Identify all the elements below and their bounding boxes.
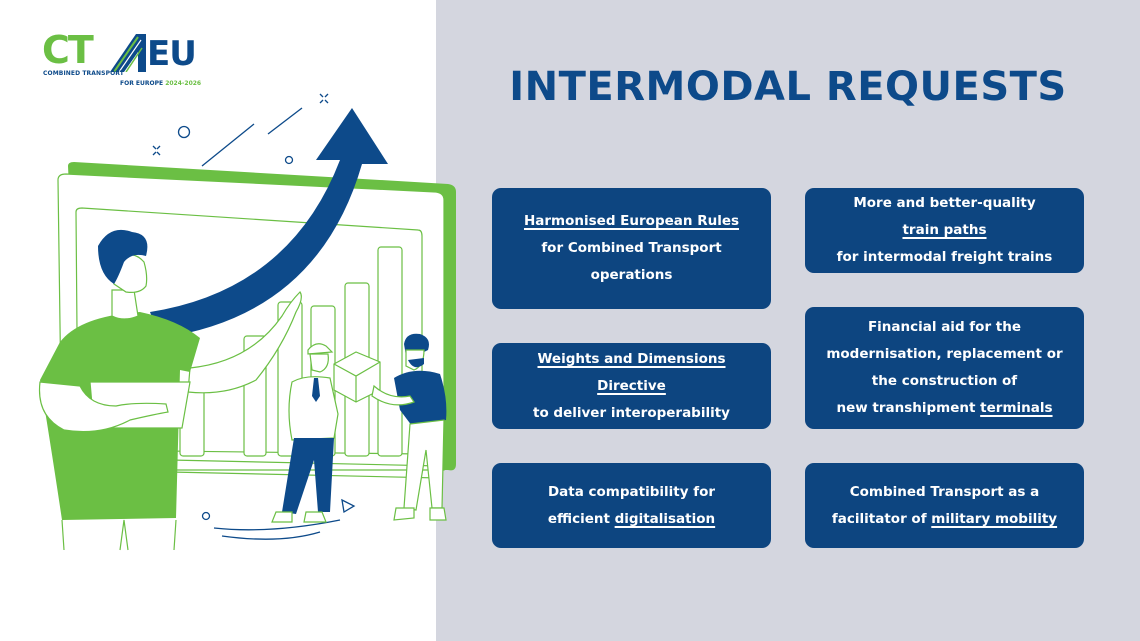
card-line: the construction of — [871, 373, 1018, 389]
logo-tagline-prefix: FOR EUROPE — [120, 80, 164, 87]
growth-illustration — [38, 93, 456, 551]
presenter-arm — [187, 291, 302, 394]
card-line[interactable]: Directive — [597, 373, 666, 400]
presenter-legs — [61, 519, 177, 551]
rising-arrow-icon — [150, 108, 388, 338]
board-inner — [75, 207, 423, 455]
presenter-left-arm — [38, 381, 169, 433]
request-card-financial-aid: Financial aid for the modernisation, rep… — [805, 307, 1084, 429]
ground-swoosh — [221, 531, 321, 540]
ct4eu-logo: CT EU COMBINED TRANSPORT FOR EUROPE 2024… — [40, 30, 210, 92]
receiver-beard — [408, 358, 424, 368]
play-triangle-icon — [341, 498, 356, 514]
card-line: modernisation, replacement or — [826, 346, 1063, 362]
card-line: for intermodal freight trains — [836, 249, 1053, 265]
delivery-figure — [271, 343, 339, 523]
request-card-weights-dimensions: Weights and Dimensions Directive to deli… — [492, 343, 771, 429]
logo-tagline: FOR EUROPE 2024-2026 — [120, 80, 201, 87]
request-card-train-paths: More and better-quality train paths for … — [805, 188, 1084, 273]
presenter-neck — [111, 289, 139, 320]
harmonised-rules-link[interactable]: Harmonised European Rules — [523, 213, 740, 229]
logo-eu-text: EU — [147, 34, 197, 74]
military-mobility-link[interactable]: military mobility — [931, 510, 1058, 527]
delivery-face — [309, 353, 329, 373]
card-line: operations — [590, 267, 673, 283]
receiver-shirt — [394, 370, 447, 426]
delivery-pants — [282, 438, 334, 514]
logo-subtitle: COMBINED TRANSPORT — [43, 70, 124, 77]
digitalisation-link[interactable]: digitalisation — [614, 510, 716, 527]
card-line[interactable]: Weights and Dimensions — [538, 346, 726, 373]
card-line[interactable]: train paths — [902, 217, 986, 244]
speed-line — [267, 107, 303, 135]
delivery-shoes — [271, 511, 327, 523]
decorations — [152, 93, 356, 540]
sparkle-icon — [152, 145, 161, 156]
request-card-harmonised-rules: Harmonised European Rules for Combined T… — [492, 188, 771, 309]
request-card-military-mobility: Combined Transport as a facilitator of m… — [805, 463, 1084, 548]
request-card-data-compatibility: Data compatibility for efficient digital… — [492, 463, 771, 548]
terminals-link[interactable]: terminals — [980, 400, 1053, 416]
card-line: new transhipment terminals — [836, 395, 1052, 422]
delivery-tie — [312, 378, 320, 402]
card-line: to deliver interoperability — [533, 404, 730, 421]
weights-dimensions-link[interactable]: Weights and Dimensions — [537, 350, 726, 367]
card-line-prefix: new transhipment — [836, 400, 981, 416]
directive-link[interactable]: Directive — [597, 377, 666, 394]
card-line: efficient digitalisation — [548, 506, 715, 533]
receiver-arm — [371, 384, 415, 406]
receiver-pants — [403, 419, 445, 511]
presenter-hair — [98, 229, 148, 284]
page-title: INTERMODAL REQUESTS — [509, 64, 1067, 110]
sparkle-icon — [319, 93, 329, 104]
circle-icon — [177, 125, 191, 139]
delivery-shirt — [288, 376, 339, 441]
receiver-figure — [371, 333, 447, 521]
card-line: More and better-quality — [853, 195, 1036, 211]
ground-swoosh — [213, 519, 341, 531]
logo-stripes-icon — [110, 34, 146, 72]
card-line: Financial aid for the — [867, 319, 1022, 335]
card-line: for Combined Transport — [541, 240, 722, 256]
card-line-prefix: efficient — [547, 510, 615, 527]
presenter-figure — [38, 229, 302, 551]
chart-bar — [377, 246, 403, 457]
card-line: Data compatibility for — [547, 483, 716, 500]
logo-ct-text: CT — [42, 28, 94, 72]
circle-icon — [284, 155, 294, 165]
circle-icon — [201, 511, 211, 521]
card-line[interactable]: Harmonised European Rules — [524, 208, 739, 235]
speed-line — [201, 123, 255, 167]
train-paths-link[interactable]: train paths — [902, 222, 987, 238]
delivery-cap — [307, 343, 334, 355]
card-line-prefix: facilitator of — [831, 510, 932, 527]
logo-years: 2024-2026 — [165, 80, 202, 87]
card-line: facilitator of military mobility — [832, 506, 1057, 533]
card-line: Combined Transport as a — [849, 483, 1040, 500]
receiver-shoes — [393, 507, 447, 521]
